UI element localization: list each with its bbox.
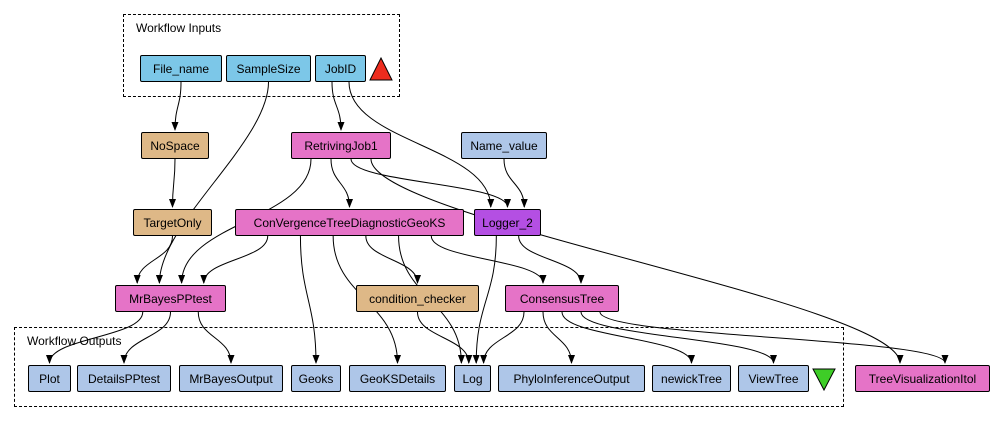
node-Plot[interactable]: Plot xyxy=(28,365,71,392)
workflow-outputs-group-label: Workflow Outputs xyxy=(27,334,122,348)
green-down-triangle-icon xyxy=(812,368,836,392)
node-label: PhyloInferenceOutput xyxy=(513,371,630,386)
node-label: SampleSize xyxy=(236,61,301,76)
workflow-inputs-group-label: Workflow Inputs xyxy=(136,21,222,35)
node-label: Log xyxy=(462,371,483,386)
node-File_name[interactable]: File_name xyxy=(140,55,222,82)
node-label: GeoKSDetails xyxy=(359,371,436,386)
node-label: ConsensusTree xyxy=(519,291,605,306)
edge-NoSpace-to-TargetOnly xyxy=(169,158,177,208)
node-label: JobID xyxy=(324,61,357,76)
node-label: MrBayesPPtest xyxy=(129,291,212,306)
node-MrBayesOutput[interactable]: MrBayesOutput xyxy=(179,365,283,392)
edge-ConVergenceTreeDiagnosticGeoKS-to-ConsensusTree xyxy=(430,235,547,284)
node-label: ConVergenceTreeDiagnosticGeoKS xyxy=(253,215,446,230)
node-TargetOnly[interactable]: TargetOnly xyxy=(133,209,212,236)
edge-ConVergenceTreeDiagnosticGeoKS-to-MrBayesPPtest xyxy=(200,235,269,284)
node-PhyloInferenceOutput[interactable]: PhyloInferenceOutput xyxy=(498,365,645,392)
workflow-inputs-group: Workflow Inputs xyxy=(123,14,400,97)
edge-Logger_2-to-ConsensusTree xyxy=(518,235,585,284)
node-MrBayesPPtest[interactable]: MrBayesPPtest xyxy=(115,285,226,312)
node-label: NoSpace xyxy=(150,138,200,153)
node-RetrivingJob1[interactable]: RetrivingJob1 xyxy=(291,132,391,159)
node-JobID[interactable]: JobID xyxy=(315,55,366,82)
node-SampleSize[interactable]: SampleSize xyxy=(226,55,311,82)
edge-ConVergenceTreeDiagnosticGeoKS-to-condition_checker xyxy=(365,235,421,284)
node-label: TargetOnly xyxy=(143,215,202,230)
node-Log[interactable]: Log xyxy=(454,365,491,392)
node-label: TreeVisualizationItol xyxy=(868,371,977,386)
node-label: RetrivingJob1 xyxy=(304,138,378,153)
edge-Name_value-to-Logger_2 xyxy=(503,158,528,208)
edge-RetrivingJob1-to-ConVergenceTreeDiagnosticGeoKS xyxy=(330,158,353,208)
node-label: Name_value xyxy=(470,138,538,153)
node-ViewTree[interactable]: ViewTree xyxy=(738,365,809,392)
red-up-triangle-shape xyxy=(369,56,393,81)
node-label: File_name xyxy=(152,61,210,76)
node-label: newickTree xyxy=(661,371,722,386)
node-label: Geoks xyxy=(298,371,334,386)
node-Logger_2[interactable]: Logger_2 xyxy=(474,209,541,236)
node-GeoKSDetails[interactable]: GeoKSDetails xyxy=(349,365,446,392)
edge-RetrivingJob1-to-Logger_2 xyxy=(350,158,511,208)
node-NoSpace[interactable]: NoSpace xyxy=(141,132,209,159)
node-Geoks[interactable]: Geoks xyxy=(291,365,341,392)
node-condition_checker[interactable]: condition_checker xyxy=(356,285,479,312)
edge-SampleSize-to-MrBayesPPtest xyxy=(155,81,269,284)
node-Name_value[interactable]: Name_value xyxy=(461,132,547,159)
node-DetailsPPtest[interactable]: DetailsPPtest xyxy=(77,365,171,392)
node-ConVergenceTreeDiagnosticGeoKS[interactable]: ConVergenceTreeDiagnosticGeoKS xyxy=(235,209,464,236)
edge-TargetOnly-to-MrBayesPPtest xyxy=(133,235,173,284)
node-label: condition_checker xyxy=(369,291,466,306)
node-label: ViewTree xyxy=(748,371,799,386)
node-newickTree[interactable]: newickTree xyxy=(652,365,731,392)
workflow-outputs-group: Workflow Outputs xyxy=(14,327,844,407)
node-TreeVisualizationItol[interactable]: TreeVisualizationItol xyxy=(855,365,990,392)
node-label: Logger_2 xyxy=(482,215,533,230)
node-label: DetailsPPtest xyxy=(87,371,161,386)
node-label: MrBayesOutput xyxy=(189,371,273,386)
green-down-triangle-shape xyxy=(812,368,836,392)
node-ConsensusTree[interactable]: ConsensusTree xyxy=(505,285,619,312)
red-up-triangle-icon xyxy=(369,56,393,81)
node-label: Plot xyxy=(39,371,60,386)
